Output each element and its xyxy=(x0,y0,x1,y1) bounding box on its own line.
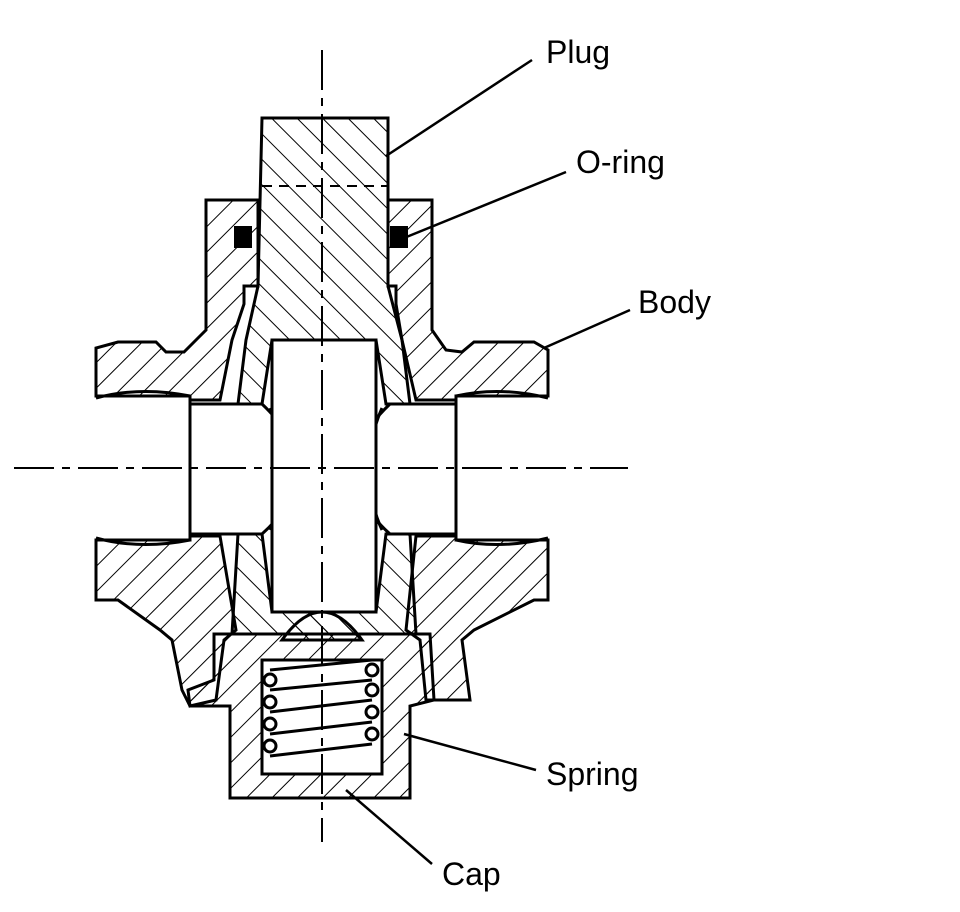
label-o-ring: O-ring xyxy=(576,144,665,180)
plug-cavity xyxy=(270,338,378,614)
body-leader xyxy=(543,308,631,350)
label-plug: Plug xyxy=(546,34,611,70)
label-spring: Spring xyxy=(546,756,639,792)
spring-leader xyxy=(403,732,537,772)
o-ring-right xyxy=(390,226,408,248)
label-body: Body xyxy=(638,284,711,320)
o-ring-leader xyxy=(403,170,567,240)
leader-lines xyxy=(345,58,631,865)
o-ring-left xyxy=(234,226,252,248)
plug-leader xyxy=(385,58,533,158)
label-cap: Cap xyxy=(442,856,501,892)
cap-leader xyxy=(345,789,433,865)
